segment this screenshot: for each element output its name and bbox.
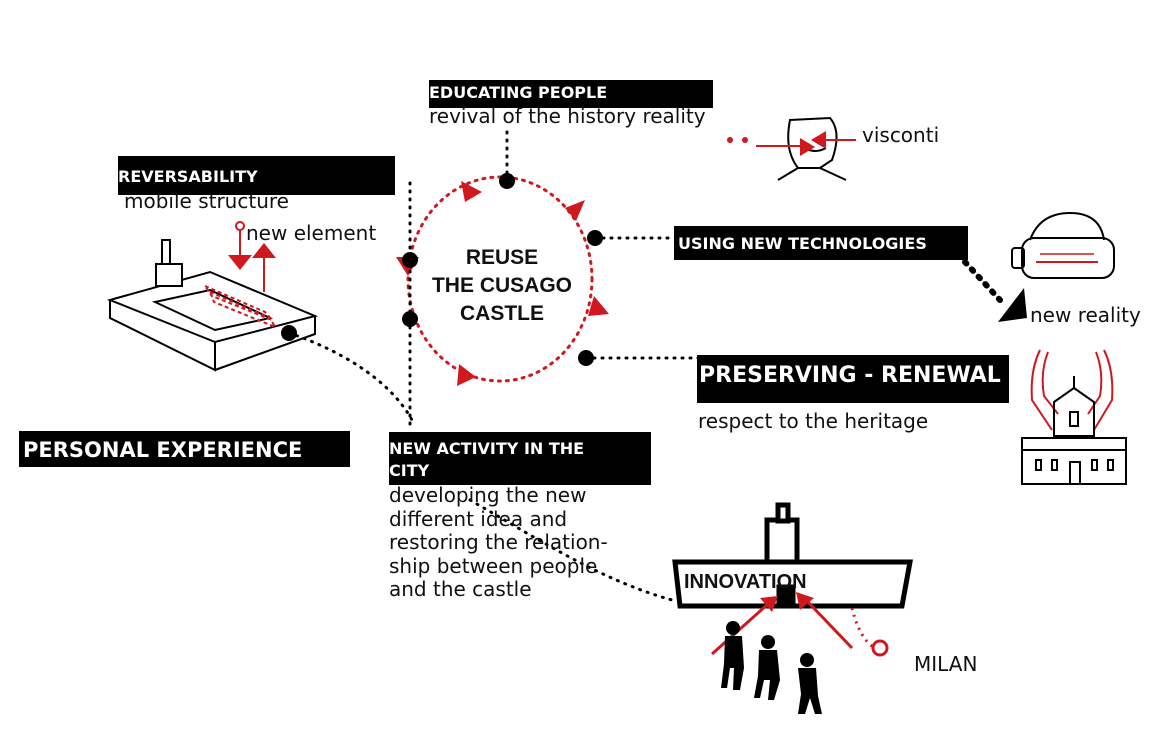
new-element-note: new element — [246, 221, 377, 245]
connectors — [287, 128, 1003, 602]
preserving-title: PRESERVING - RENEWAL — [699, 363, 1001, 388]
node-left-upper — [402, 252, 418, 268]
educating-people-title: EDUCATING PEOPLE — [429, 83, 608, 102]
visconti-arrows — [727, 131, 856, 156]
cycle-arrow-1 — [461, 181, 482, 202]
new-activity-title-line-1: NEW ACTIVITY IN THE — [389, 439, 585, 458]
person-1 — [721, 621, 744, 690]
reversability-label: REVERSABILITY — [118, 156, 395, 195]
cycle-arrow-4 — [457, 364, 476, 386]
center-title-line-2: THE CUSAGO — [431, 274, 572, 297]
mobile-structure-icon — [106, 239, 319, 372]
personal-experience-label: PERSONAL EXPERIENCE — [19, 431, 350, 467]
educating-people-label: EDUCATING PEOPLE — [429, 80, 713, 108]
castle-icon — [672, 502, 913, 609]
reversability-subtitle: mobile structure — [124, 189, 289, 213]
new-activity-title-line-2: CITY — [389, 461, 430, 480]
new-activity-desc-line-3: restoring the relation- — [389, 530, 608, 554]
technologies-title: USING NEW TECHNOLOGIES — [678, 234, 927, 253]
preserving-subtitle: respect to the heritage — [698, 409, 929, 433]
center-title-line-1: REUSE — [465, 246, 539, 269]
milan-note: MILAN — [914, 652, 978, 676]
new-activity-description: developing the new different idea and re… — [389, 483, 608, 602]
educating-people-subtitle: revival of the history reality — [429, 104, 706, 128]
vr-headset-icon — [1011, 211, 1115, 279]
innovation-title: INNOVATION — [684, 571, 807, 593]
technologies-label: USING NEW TECHNOLOGIES — [674, 226, 968, 260]
new-activity-desc-line-1: developing the new — [389, 483, 587, 507]
person-3 — [798, 653, 822, 714]
visconti-note: visconti — [862, 123, 940, 147]
center-title-line-3: CASTLE — [460, 302, 544, 325]
new-activity-label: NEW ACTIVITY IN THE CITY — [389, 432, 651, 485]
personal-experience-title: PERSONAL EXPERIENCE — [23, 438, 303, 462]
preserving-label: PRESERVING - RENEWAL — [697, 355, 1009, 403]
new-reality-note: new reality — [1030, 303, 1141, 327]
face-icon — [777, 116, 847, 181]
person-2 — [754, 635, 780, 700]
new-activity-desc-line-2: different idea and — [389, 506, 568, 531]
cycle-arrow-3 — [588, 296, 609, 316]
reversability-title: REVERSABILITY — [118, 167, 258, 186]
center-title: REUSE THE CUSAGO CASTLE — [412, 244, 592, 328]
technology-arrow-head — [998, 288, 1027, 322]
innovation-arrows — [711, 592, 889, 657]
new-element-arrows — [228, 221, 276, 292]
new-activity-desc-line-4: ship between people — [389, 553, 598, 578]
new-activity-desc-line-5: and the castle — [389, 577, 532, 601]
people-silhouettes — [721, 621, 822, 714]
cycle-arrow-2 — [565, 200, 585, 221]
church-hands-icon — [1021, 349, 1127, 485]
